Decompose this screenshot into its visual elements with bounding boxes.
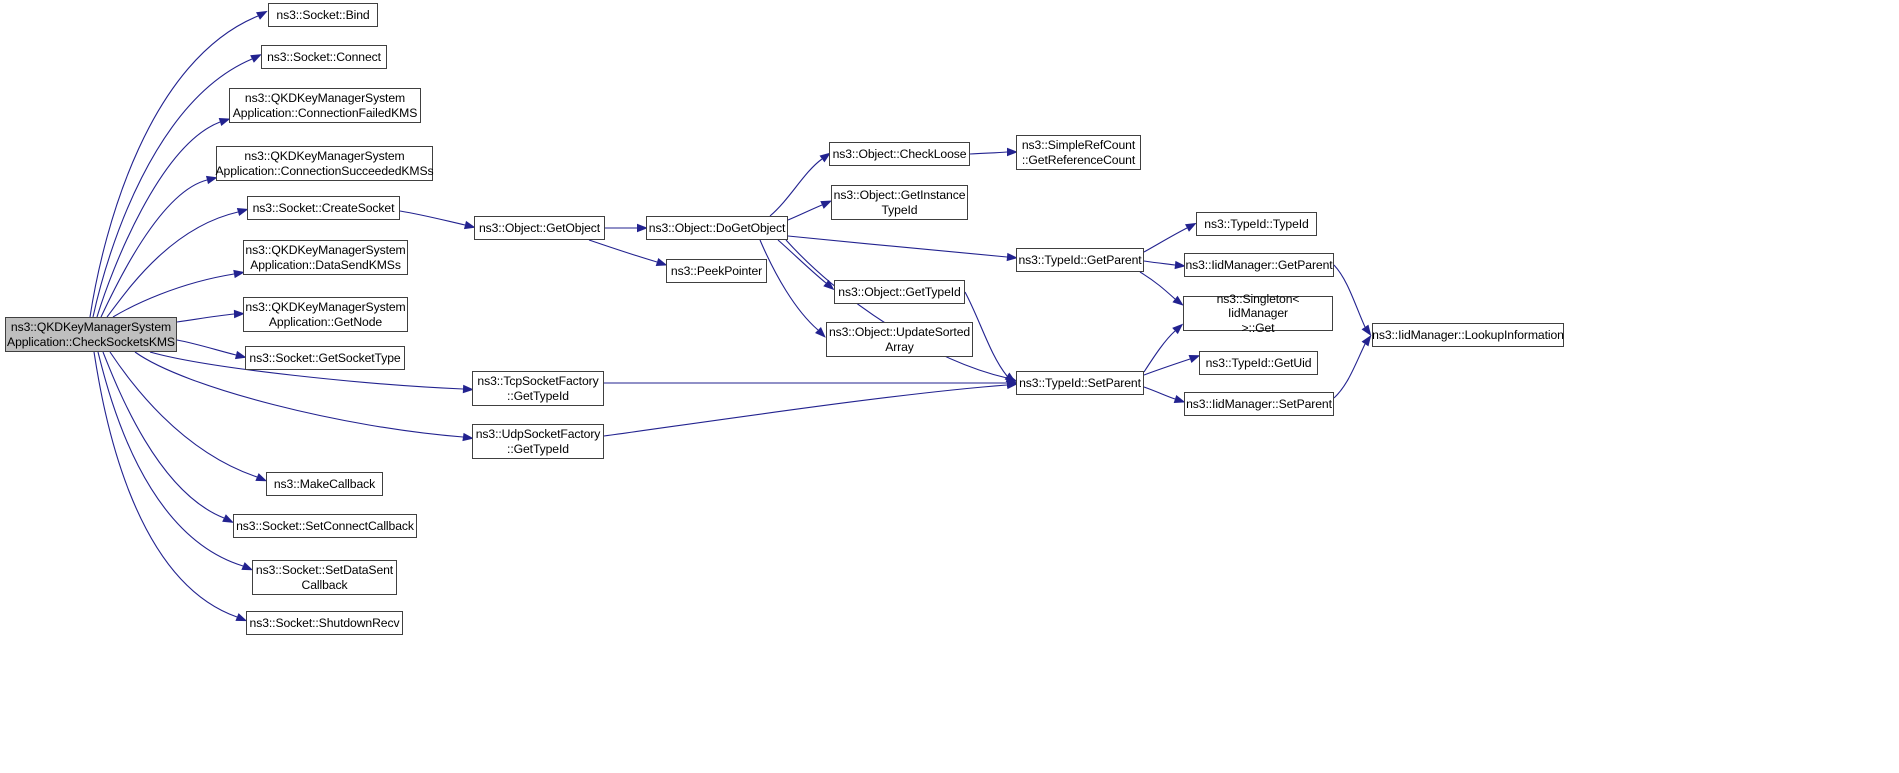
graph-node-label: ns3::Object::CheckLoose <box>832 146 967 161</box>
graph-edge-root-to-setdatasentcallback <box>97 351 244 567</box>
graph-node-label: ns3::QKDKeyManagerSystem Application::Da… <box>245 242 406 272</box>
graph-node-label: ns3::SimpleRefCount ::GetReferenceCount <box>1021 137 1136 167</box>
graph-edge-dogetobject-to-getypeid <box>777 239 827 284</box>
graph-edge-getobject-to-peekpointer <box>588 239 658 263</box>
graph-edge-typeidsetparent-to-singletonget <box>1143 330 1176 373</box>
graph-edge-root-to-shutdownrecv <box>93 351 238 618</box>
graph-node-tcpsocketfactory[interactable]: ns3::TcpSocketFactory ::GetTypeId <box>472 371 604 406</box>
graph-node-label: ns3::Socket::ShutdownRecv <box>249 615 400 630</box>
graph-node-label: ns3::TypeId::GetParent <box>1018 252 1142 267</box>
graph-edge-createsocket-to-getobject <box>399 210 466 226</box>
graph-edge-typeidsetparent-to-iidsetparent <box>1143 386 1176 400</box>
graph-node-typeidgetparent[interactable]: ns3::TypeId::GetParent <box>1016 248 1144 272</box>
graph-node-getsockettype[interactable]: ns3::Socket::GetSocketType <box>245 346 405 370</box>
graph-node-label: ns3::IidManager::SetParent <box>1186 396 1332 411</box>
graph-node-setdatasentcallback[interactable]: ns3::Socket::SetDataSent Callback <box>252 560 397 595</box>
graph-node-label: ns3::IidManager::LookupInformation <box>1372 327 1564 342</box>
graph-node-label: ns3::MakeCallback <box>273 476 376 491</box>
graph-edge-root-to-connfailed <box>96 121 221 318</box>
graph-node-label: ns3::QKDKeyManagerSystem Application::Ch… <box>7 319 175 349</box>
graph-node-iidgetparent[interactable]: ns3::IidManager::GetParent <box>1184 253 1334 277</box>
graph-node-singletonget[interactable]: ns3::Singleton< IidManager >::Get <box>1183 292 1333 335</box>
graph-node-updatesortedarray[interactable]: ns3::Object::UpdateSorted Array <box>826 322 973 357</box>
graph-node-simplerefcount[interactable]: ns3::SimpleRefCount ::GetReferenceCount <box>1016 135 1141 170</box>
graph-edge-root-to-getnode <box>176 313 235 323</box>
graph-node-connfailed[interactable]: ns3::QKDKeyManagerSystem Application::Co… <box>229 88 421 123</box>
graph-edge-root-to-getsockettype <box>176 339 237 356</box>
graph-node-udpsocketfactory[interactable]: ns3::UdpSocketFactory ::GetTypeId <box>472 424 604 459</box>
graph-node-label: ns3::Socket::Bind <box>276 7 370 22</box>
graph-edge-dogetobject-to-checkloose <box>769 158 823 217</box>
graph-node-bind[interactable]: ns3::Socket::Bind <box>268 3 378 27</box>
graph-node-setconnectcallback[interactable]: ns3::Socket::SetConnectCallback <box>233 514 417 538</box>
graph-edge-dogetobject-to-getinstancetypeid <box>787 204 823 221</box>
graph-node-iidsetparent[interactable]: ns3::IidManager::SetParent <box>1184 392 1334 416</box>
graph-node-createsocket[interactable]: ns3::Socket::CreateSocket <box>247 196 400 220</box>
graph-edge-root-to-datasend <box>112 273 235 318</box>
graph-node-typeidtypeid[interactable]: ns3::TypeId::TypeId <box>1196 212 1317 236</box>
graph-node-label: ns3::Object::GetInstance TypeId <box>833 187 966 217</box>
graph-edge-udpsocketfactory-to-typeidsetparent <box>603 384 1008 437</box>
graph-edge-iidsetparent-to-lookupinformation <box>1333 343 1366 399</box>
graph-node-label: ns3::Object::UpdateSorted Array <box>828 324 971 354</box>
graph-node-label: ns3::Socket::GetSocketType <box>249 350 401 365</box>
graph-node-connect[interactable]: ns3::Socket::Connect <box>261 45 387 69</box>
graph-node-label: ns3::QKDKeyManagerSystem Application::Ge… <box>245 299 406 329</box>
graph-node-label: ns3::Socket::SetDataSent Callback <box>255 562 394 592</box>
graph-edge-typeidgetparent-to-typeidtypeid <box>1143 227 1188 253</box>
graph-edge-root-to-createsocket <box>106 211 239 318</box>
graph-node-label: ns3::Object::GetTypeId <box>838 284 961 299</box>
graph-node-getobject[interactable]: ns3::Object::GetObject <box>474 216 605 240</box>
graph-node-typeidsetparent[interactable]: ns3::TypeId::SetParent <box>1016 371 1144 395</box>
graph-edge-typeidgetparent-to-iidgetparent <box>1143 260 1176 266</box>
graph-node-lookupinformation[interactable]: ns3::IidManager::LookupInformation <box>1372 323 1564 347</box>
graph-node-getinstancetypeid[interactable]: ns3::Object::GetInstance TypeId <box>831 185 968 220</box>
graph-node-label: ns3::PeekPointer <box>670 263 763 278</box>
graph-node-label: ns3::Singleton< IidManager >::Get <box>1216 291 1300 335</box>
graph-node-dogetobject[interactable]: ns3::Object::DoGetObject <box>646 216 788 240</box>
graph-node-label: ns3::Socket::Connect <box>267 49 381 64</box>
graph-node-getnode[interactable]: ns3::QKDKeyManagerSystem Application::Ge… <box>243 297 408 332</box>
graph-node-label: ns3::Object::DoGetObject <box>648 220 786 235</box>
graph-edge-root-to-connsucceeded <box>100 179 208 318</box>
graph-edge-root-to-makecallback <box>109 351 258 478</box>
graph-edge-iidgetparent-to-lookupinformation <box>1333 264 1366 328</box>
graph-node-label: ns3::Object::GetObject <box>478 220 601 235</box>
graph-edge-checkloose-to-simplerefcount <box>969 151 1008 155</box>
graph-edge-dogetobject-to-typeidgetparent <box>787 235 1008 258</box>
graph-node-typeidgetuid[interactable]: ns3::TypeId::GetUid <box>1199 351 1318 375</box>
graph-node-label: ns3::IidManager::GetParent <box>1185 257 1333 272</box>
graph-node-label: ns3::QKDKeyManagerSystem Application::Co… <box>215 148 434 178</box>
graph-node-label: ns3::TypeId::TypeId <box>1204 216 1309 231</box>
graph-node-checkloose[interactable]: ns3::Object::CheckLoose <box>829 142 970 166</box>
graph-node-shutdownrecv[interactable]: ns3::Socket::ShutdownRecv <box>246 611 403 635</box>
graph-node-connsucceeded[interactable]: ns3::QKDKeyManagerSystem Application::Co… <box>215 146 434 181</box>
graph-node-label: ns3::TypeId::SetParent <box>1019 375 1141 390</box>
graph-node-label: ns3::QKDKeyManagerSystem Application::Co… <box>232 90 418 120</box>
graph-edge-root-to-setconnectcallback <box>102 351 225 519</box>
graph-node-getypeid[interactable]: ns3::Object::GetTypeId <box>834 280 965 304</box>
graph-node-datasend[interactable]: ns3::QKDKeyManagerSystem Application::Da… <box>243 240 408 275</box>
graph-node-label: ns3::Socket::CreateSocket <box>252 200 395 215</box>
graph-edge-dogetobject-to-updatesortedarray <box>759 239 819 331</box>
graph-edge-typeidgetparent-to-singletonget <box>1139 271 1176 300</box>
graph-edge-typeidsetparent-to-typeidgetuid <box>1143 358 1191 376</box>
graph-node-label: ns3::Socket::SetConnectCallback <box>236 518 414 533</box>
graph-node-label: ns3::UdpSocketFactory ::GetTypeId <box>475 426 601 456</box>
graph-node-root[interactable]: ns3::QKDKeyManagerSystem Application::Ch… <box>5 317 177 352</box>
graph-node-label: ns3::TypeId::GetUid <box>1205 355 1312 370</box>
graph-node-label: ns3::TcpSocketFactory ::GetTypeId <box>477 373 599 403</box>
graph-node-peekpointer[interactable]: ns3::PeekPointer <box>666 259 767 283</box>
graph-edge-dogetobject-to-typeidsetparent <box>785 239 1008 379</box>
graph-node-makecallback[interactable]: ns3::MakeCallback <box>266 472 383 496</box>
